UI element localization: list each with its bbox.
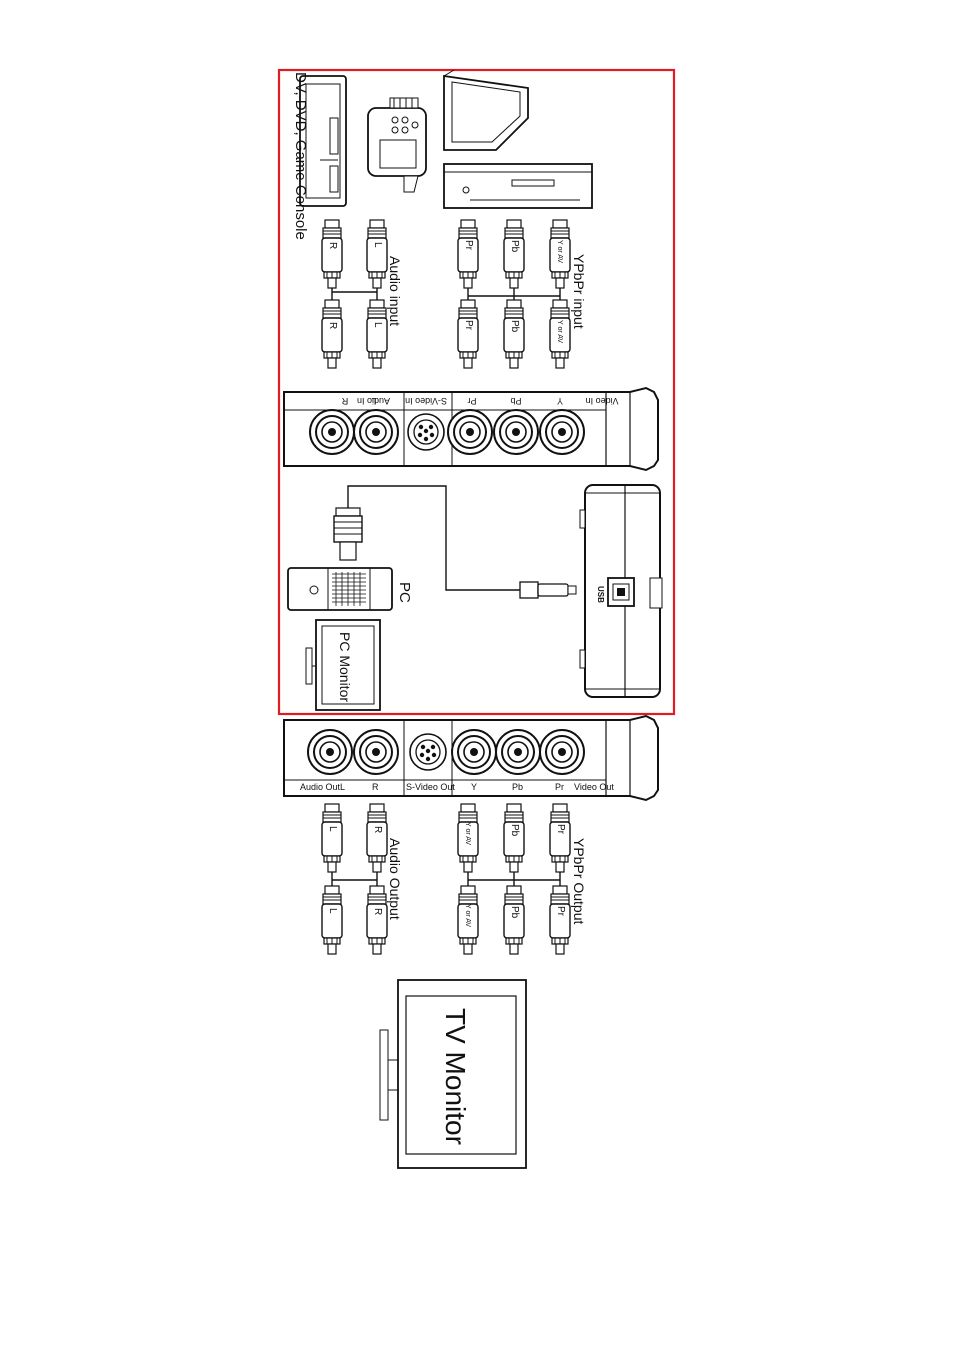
dvd-player-icon xyxy=(443,163,593,209)
input-y-label: Y xyxy=(557,396,563,406)
output-audio-out-label: Audio Out xyxy=(300,782,341,792)
audio-input-cables: R L R L Audio input xyxy=(321,219,403,369)
ypbpr-out-plug-pb-bottom: Pb xyxy=(509,906,520,919)
pc-icon: PC xyxy=(287,507,413,611)
output-video-out-label: Video Out xyxy=(574,782,614,792)
pc-label: PC xyxy=(396,582,413,603)
ypbpr-input-title: YPbPr input xyxy=(571,254,587,329)
audio-in-plug-l-bottom: L xyxy=(372,322,383,328)
output-r-label: R xyxy=(372,782,379,792)
audio-out-plug-l-bottom: L xyxy=(327,908,338,914)
input-audio-in-label: Audio In xyxy=(357,396,390,406)
laptop-icon xyxy=(443,69,529,151)
ypbpr-out-plug-pr-top: Pr xyxy=(555,824,566,835)
output-pb-label: Pb xyxy=(512,782,523,792)
audio-out-plug-r-bottom: R xyxy=(372,908,383,915)
audio-out-plug-r-top: R xyxy=(372,826,383,833)
audio-in-plug-r-bottom: R xyxy=(327,322,338,329)
output-l-label: L xyxy=(340,782,345,792)
video-in-pr-jack xyxy=(447,409,493,455)
ypbpr-in-plug-pr-top: Pr xyxy=(463,240,474,251)
highlight-frame xyxy=(277,68,676,716)
game-console-icon xyxy=(299,75,347,207)
input-video-in-label: Video In xyxy=(586,396,619,406)
audio-out-plug-l-top: L xyxy=(327,826,338,832)
video-in-y-jack xyxy=(539,409,585,455)
ypbpr-out-plug-y-top: Y or AV xyxy=(464,822,471,845)
video-in-pb-jack xyxy=(493,409,539,455)
audio-out-l-jack xyxy=(307,729,353,775)
camcorder-icon xyxy=(367,97,427,193)
ypbpr-out-plug-pr-bottom: Pr xyxy=(555,906,566,917)
usb-cable xyxy=(347,485,577,599)
input-panel: R Audio In L S-Video In Pr Pb Y Video In xyxy=(283,386,659,472)
audio-output-cables: L R L R Audio Output xyxy=(321,803,403,955)
tv-monitor-icon: TV Monitor xyxy=(379,979,527,1169)
audio-output-title: Audio Output xyxy=(387,838,403,920)
video-out-pb-jack xyxy=(495,729,541,775)
video-out-y-jack xyxy=(451,729,497,775)
ypbpr-in-plug-pb-top: Pb xyxy=(509,240,520,253)
ypbpr-input-cables: Pr Pb Y or AV Pr Pb Y or AV YPbPr input xyxy=(457,219,587,369)
input-pb-label: Pb xyxy=(510,396,521,406)
svideo-out-jack xyxy=(409,733,447,771)
ypbpr-in-plug-y-bottom: Y or AV xyxy=(556,320,563,343)
audio-in-l-jack xyxy=(353,409,399,455)
svideo-in-jack xyxy=(407,413,445,451)
tv-monitor-label: TV Monitor xyxy=(440,1008,471,1145)
pc-monitor-label: PC Monitor xyxy=(337,632,353,702)
usb-label: USB xyxy=(596,586,605,603)
input-l-label: L xyxy=(371,396,376,406)
usb-device-box: USB xyxy=(579,484,663,698)
video-out-pr-jack xyxy=(539,729,585,775)
audio-in-plug-l-top: L xyxy=(372,242,383,248)
audio-in-plug-r-top: R xyxy=(327,242,338,249)
output-panel: Audio Out L R S-Video Out Y Pb Pr Video … xyxy=(283,714,659,802)
output-pr-label: Pr xyxy=(555,782,564,792)
ypbpr-out-plug-y-bottom: Y or AV xyxy=(464,904,471,927)
output-svideo-label: S-Video Out xyxy=(406,782,455,792)
ypbpr-in-plug-y-top: Y or AV xyxy=(556,240,563,263)
audio-in-r-jack xyxy=(309,409,355,455)
source-devices: DV, DVD, Game Console xyxy=(292,69,593,240)
input-r-label: R xyxy=(341,396,348,406)
input-pr-label: Pr xyxy=(467,396,476,406)
ypbpr-in-plug-pb-bottom: Pb xyxy=(509,320,520,333)
ypbpr-out-plug-pb-top: Pb xyxy=(509,824,520,837)
pc-monitor-icon: PC Monitor xyxy=(305,619,381,711)
audio-input-title: Audio input xyxy=(387,256,403,326)
input-svideo-label: S-Video In xyxy=(405,396,447,406)
ypbpr-output-cables: Y or AV Pb Pr Y or AV Pb Pr YPbPr Output xyxy=(457,803,587,955)
ypbpr-in-plug-pr-bottom: Pr xyxy=(463,320,474,331)
devices-label: DV, DVD, Game Console xyxy=(292,72,309,240)
usb-port-icon xyxy=(607,577,635,607)
ypbpr-output-title: YPbPr Output xyxy=(571,838,587,924)
output-y-label: Y xyxy=(471,782,477,792)
audio-out-r-jack xyxy=(353,729,399,775)
